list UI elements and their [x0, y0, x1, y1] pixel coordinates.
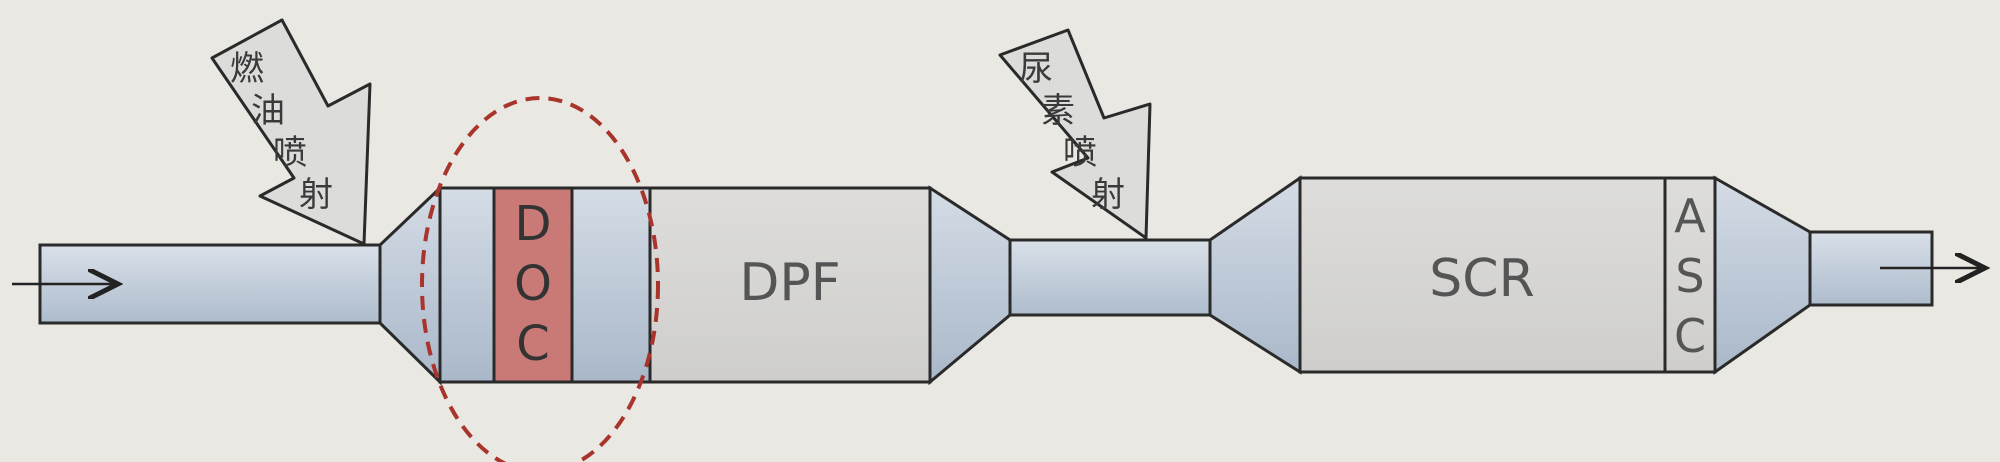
fuel-injection-char-3: 喷	[273, 133, 307, 173]
urea-injection-char-4: 射	[1091, 175, 1125, 215]
middle-pipe	[1008, 238, 1212, 317]
urea-injection-char-1: 尿	[1019, 49, 1053, 89]
scr-label: SCR	[1429, 249, 1534, 309]
asc-label-s: S	[1675, 249, 1704, 303]
doc-label-c: C	[516, 316, 550, 372]
canister2-outlet-cone	[1713, 175, 1812, 375]
fuel-injection-arrow	[210, 18, 372, 246]
urea-injection-arrow	[998, 28, 1152, 240]
fuel-injection-char-1: 燃	[230, 49, 264, 89]
asc-label-a: A	[1674, 189, 1706, 243]
doc-highlight-ellipse	[420, 96, 660, 462]
dpf-label: DPF	[739, 253, 840, 313]
doc-label-o: O	[514, 256, 552, 312]
doc-label-d: D	[515, 196, 552, 252]
canister2-inlet-cone	[1208, 175, 1302, 375]
fuel-injection-char-4: 射	[299, 175, 333, 215]
doc-block	[492, 186, 574, 384]
urea-injection-char-3: 喷	[1063, 133, 1097, 173]
canister1-outlet-cone	[928, 185, 1012, 386]
urea-injection-char-2: 素	[1041, 91, 1075, 131]
asc-label-c: C	[1674, 309, 1706, 363]
fuel-injection-char-2: 油	[251, 91, 285, 131]
